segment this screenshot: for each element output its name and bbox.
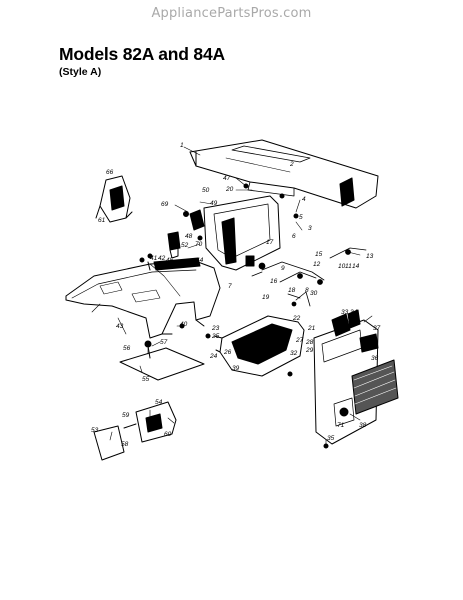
callout-28: 28	[305, 339, 314, 346]
callout-34: 34	[350, 309, 358, 316]
callout-71: 71	[337, 422, 345, 429]
callout-15: 15	[315, 251, 323, 258]
callout-24: 24	[209, 353, 218, 360]
floor-plate-part	[119, 340, 205, 381]
page-title: Models 82A and 84A	[59, 44, 225, 64]
callout-56: 56	[123, 345, 131, 352]
callout-41: 41	[150, 255, 158, 262]
callout-3: 3	[308, 225, 312, 232]
leader-lines	[91, 146, 373, 449]
fender-part	[65, 261, 221, 339]
callout-11: 11	[345, 263, 352, 270]
callout-38: 38	[359, 422, 367, 429]
dash-panel-part	[189, 195, 281, 271]
hardware-parts	[139, 183, 329, 449]
callout-21: 21	[307, 325, 316, 332]
callout-17: 17	[266, 239, 274, 246]
callout-14: 14	[352, 263, 360, 270]
console-part	[213, 315, 305, 377]
callout-52: 52	[181, 242, 189, 249]
hood-part	[189, 139, 379, 209]
callout-53: 53	[91, 427, 99, 434]
callout-25: 25	[211, 333, 220, 340]
callout-44: 44	[196, 257, 204, 264]
callout-5: 5	[299, 214, 303, 221]
callout-69: 69	[161, 201, 169, 208]
callout-16: 16	[270, 278, 278, 285]
callout-labels: 1 2 3 4 5 6 7 8 9 10 11 12 13 14 15 16 1…	[91, 142, 381, 448]
callout-22: 22	[292, 315, 301, 322]
callout-57: 57	[160, 339, 168, 346]
callout-50: 50	[202, 187, 210, 194]
callout-2: 2	[289, 161, 294, 168]
seat-bracket-part	[147, 257, 201, 271]
callout-55: 55	[142, 376, 150, 383]
callout-48: 48	[185, 233, 193, 240]
callout-36: 36	[371, 355, 379, 362]
callout-47: 47	[223, 175, 231, 182]
callout-20: 20	[225, 186, 234, 193]
small-bracket-part	[93, 401, 177, 461]
callout-29: 29	[305, 347, 314, 354]
knob-part	[167, 231, 181, 259]
callout-12: 12	[313, 261, 321, 268]
callout-42: 42	[158, 255, 166, 262]
callout-61: 61	[98, 217, 106, 224]
callout-66: 66	[106, 169, 114, 176]
callout-9: 9	[281, 265, 285, 272]
callout-4: 4	[302, 196, 306, 203]
callout-26: 26	[223, 349, 232, 356]
callout-59: 59	[122, 412, 130, 419]
callout-32: 32	[290, 350, 298, 357]
callout-45: 45	[166, 257, 174, 264]
callout-6: 6	[292, 233, 296, 240]
callout-60: 60	[164, 431, 172, 438]
callout-10: 10	[338, 263, 346, 270]
callout-40: 40	[180, 321, 188, 328]
callout-58: 58	[121, 441, 129, 448]
callout-1: 1	[180, 142, 184, 149]
callout-30: 30	[310, 290, 318, 297]
callout-54: 54	[155, 399, 163, 406]
callout-18: 18	[288, 287, 296, 294]
callout-37: 37	[373, 325, 381, 332]
callout-46: 46	[172, 242, 180, 249]
callout-70: 70	[195, 241, 203, 248]
callout-23: 23	[211, 325, 220, 332]
callout-19: 19	[262, 294, 270, 301]
callout-8: 8	[305, 287, 309, 294]
callout-7: 7	[228, 283, 232, 290]
callout-49: 49	[210, 200, 218, 207]
grille-part	[313, 309, 399, 445]
watermark: AppliancePartsPros.com	[151, 6, 312, 21]
callout-35: 35	[327, 435, 335, 442]
page-subtitle: (Style A)	[59, 66, 102, 78]
callout-43: 43	[116, 323, 124, 330]
callout-27: 27	[295, 337, 304, 344]
callout-13: 13	[366, 253, 374, 260]
callout-33: 33	[341, 309, 349, 316]
hood-bracket-part	[95, 175, 133, 223]
callout-39: 39	[232, 365, 240, 372]
